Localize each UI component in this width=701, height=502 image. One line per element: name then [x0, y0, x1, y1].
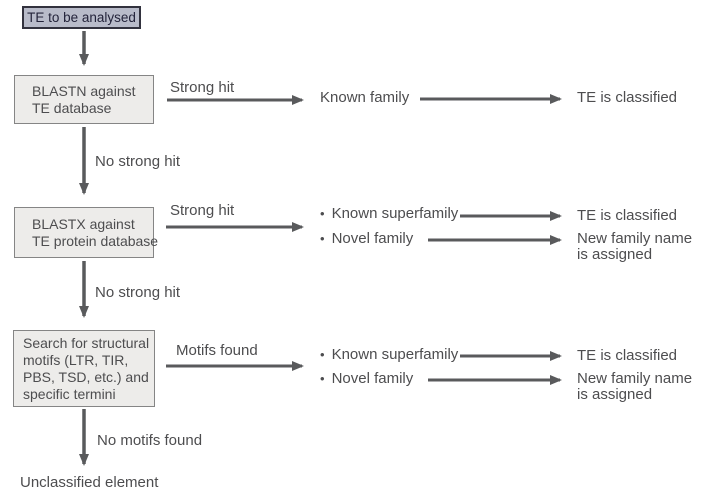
label-te-is-classified-row3: TE is classified: [577, 347, 678, 364]
bullet-icon: •: [320, 206, 325, 221]
node-blastn-line2: TE database: [32, 99, 112, 116]
label-known-family: Known family: [320, 89, 410, 106]
bullet-known-superfamily-row2: • Known superfamily: [320, 206, 458, 222]
bullet-novel-family-row2-label: Novel family: [331, 230, 414, 247]
label-new-family-name-row3-line1: New family name: [577, 370, 693, 387]
node-blastx-line2: TE protein database: [32, 232, 159, 249]
bullet-icon: •: [320, 347, 325, 362]
bullet-known-superfamily-row3-label: Known superfamily: [331, 346, 459, 363]
bullet-novel-family-row2: • Novel family: [320, 231, 413, 247]
label-no-strong-hit-row1: No strong hit: [95, 153, 181, 170]
label-no-strong-hit-row2: No strong hit: [95, 284, 181, 301]
node-blastn: BLASTN against TE database: [14, 75, 154, 124]
bullet-known-superfamily-row3: • Known superfamily: [320, 347, 458, 363]
node-te-to-be-analysed: TE to be analysed: [22, 6, 141, 29]
label-strong-hit-row1: Strong hit: [170, 79, 235, 96]
node-blastn-line1: BLASTN against: [32, 82, 136, 99]
label-motifs-found: Motifs found: [176, 342, 258, 359]
node-structural-motifs-line2: motifs (LTR, TIR,: [23, 351, 129, 368]
node-structural-motifs-line4: specific termini: [23, 385, 116, 402]
node-structural-motifs-line1: Search for structural: [23, 334, 150, 351]
bullet-novel-family-row3-label: Novel family: [331, 370, 414, 387]
bullet-icon: •: [320, 231, 325, 246]
bullet-known-superfamily-row2-label: Known superfamily: [331, 205, 459, 222]
label-no-motifs-found: No motifs found: [97, 432, 203, 449]
bullet-icon: •: [320, 371, 325, 386]
label-new-family-name-row3: New family name is assigned: [577, 371, 692, 403]
node-unclassified-element: Unclassified element: [20, 474, 159, 491]
label-new-family-name-row3-line2: is assigned: [577, 386, 653, 403]
label-te-is-classified-row2: TE is classified: [577, 207, 678, 224]
node-blastx-line1: BLASTX against: [32, 215, 135, 232]
label-new-family-name-row2-line2: is assigned: [577, 246, 653, 263]
bullet-novel-family-row3: • Novel family: [320, 371, 413, 387]
node-structural-motifs-line3: PBS, TSD, etc.) and: [23, 368, 149, 385]
node-blastx: BLASTX against TE protein database: [14, 207, 159, 258]
label-te-is-classified-row1: TE is classified: [577, 89, 678, 106]
label-new-family-name-row2-line1: New family name: [577, 230, 693, 247]
label-new-family-name-row2: New family name is assigned: [577, 231, 692, 263]
label-strong-hit-row2: Strong hit: [170, 202, 235, 219]
node-structural-motifs: Search for structural motifs (LTR, TIR, …: [13, 330, 155, 407]
